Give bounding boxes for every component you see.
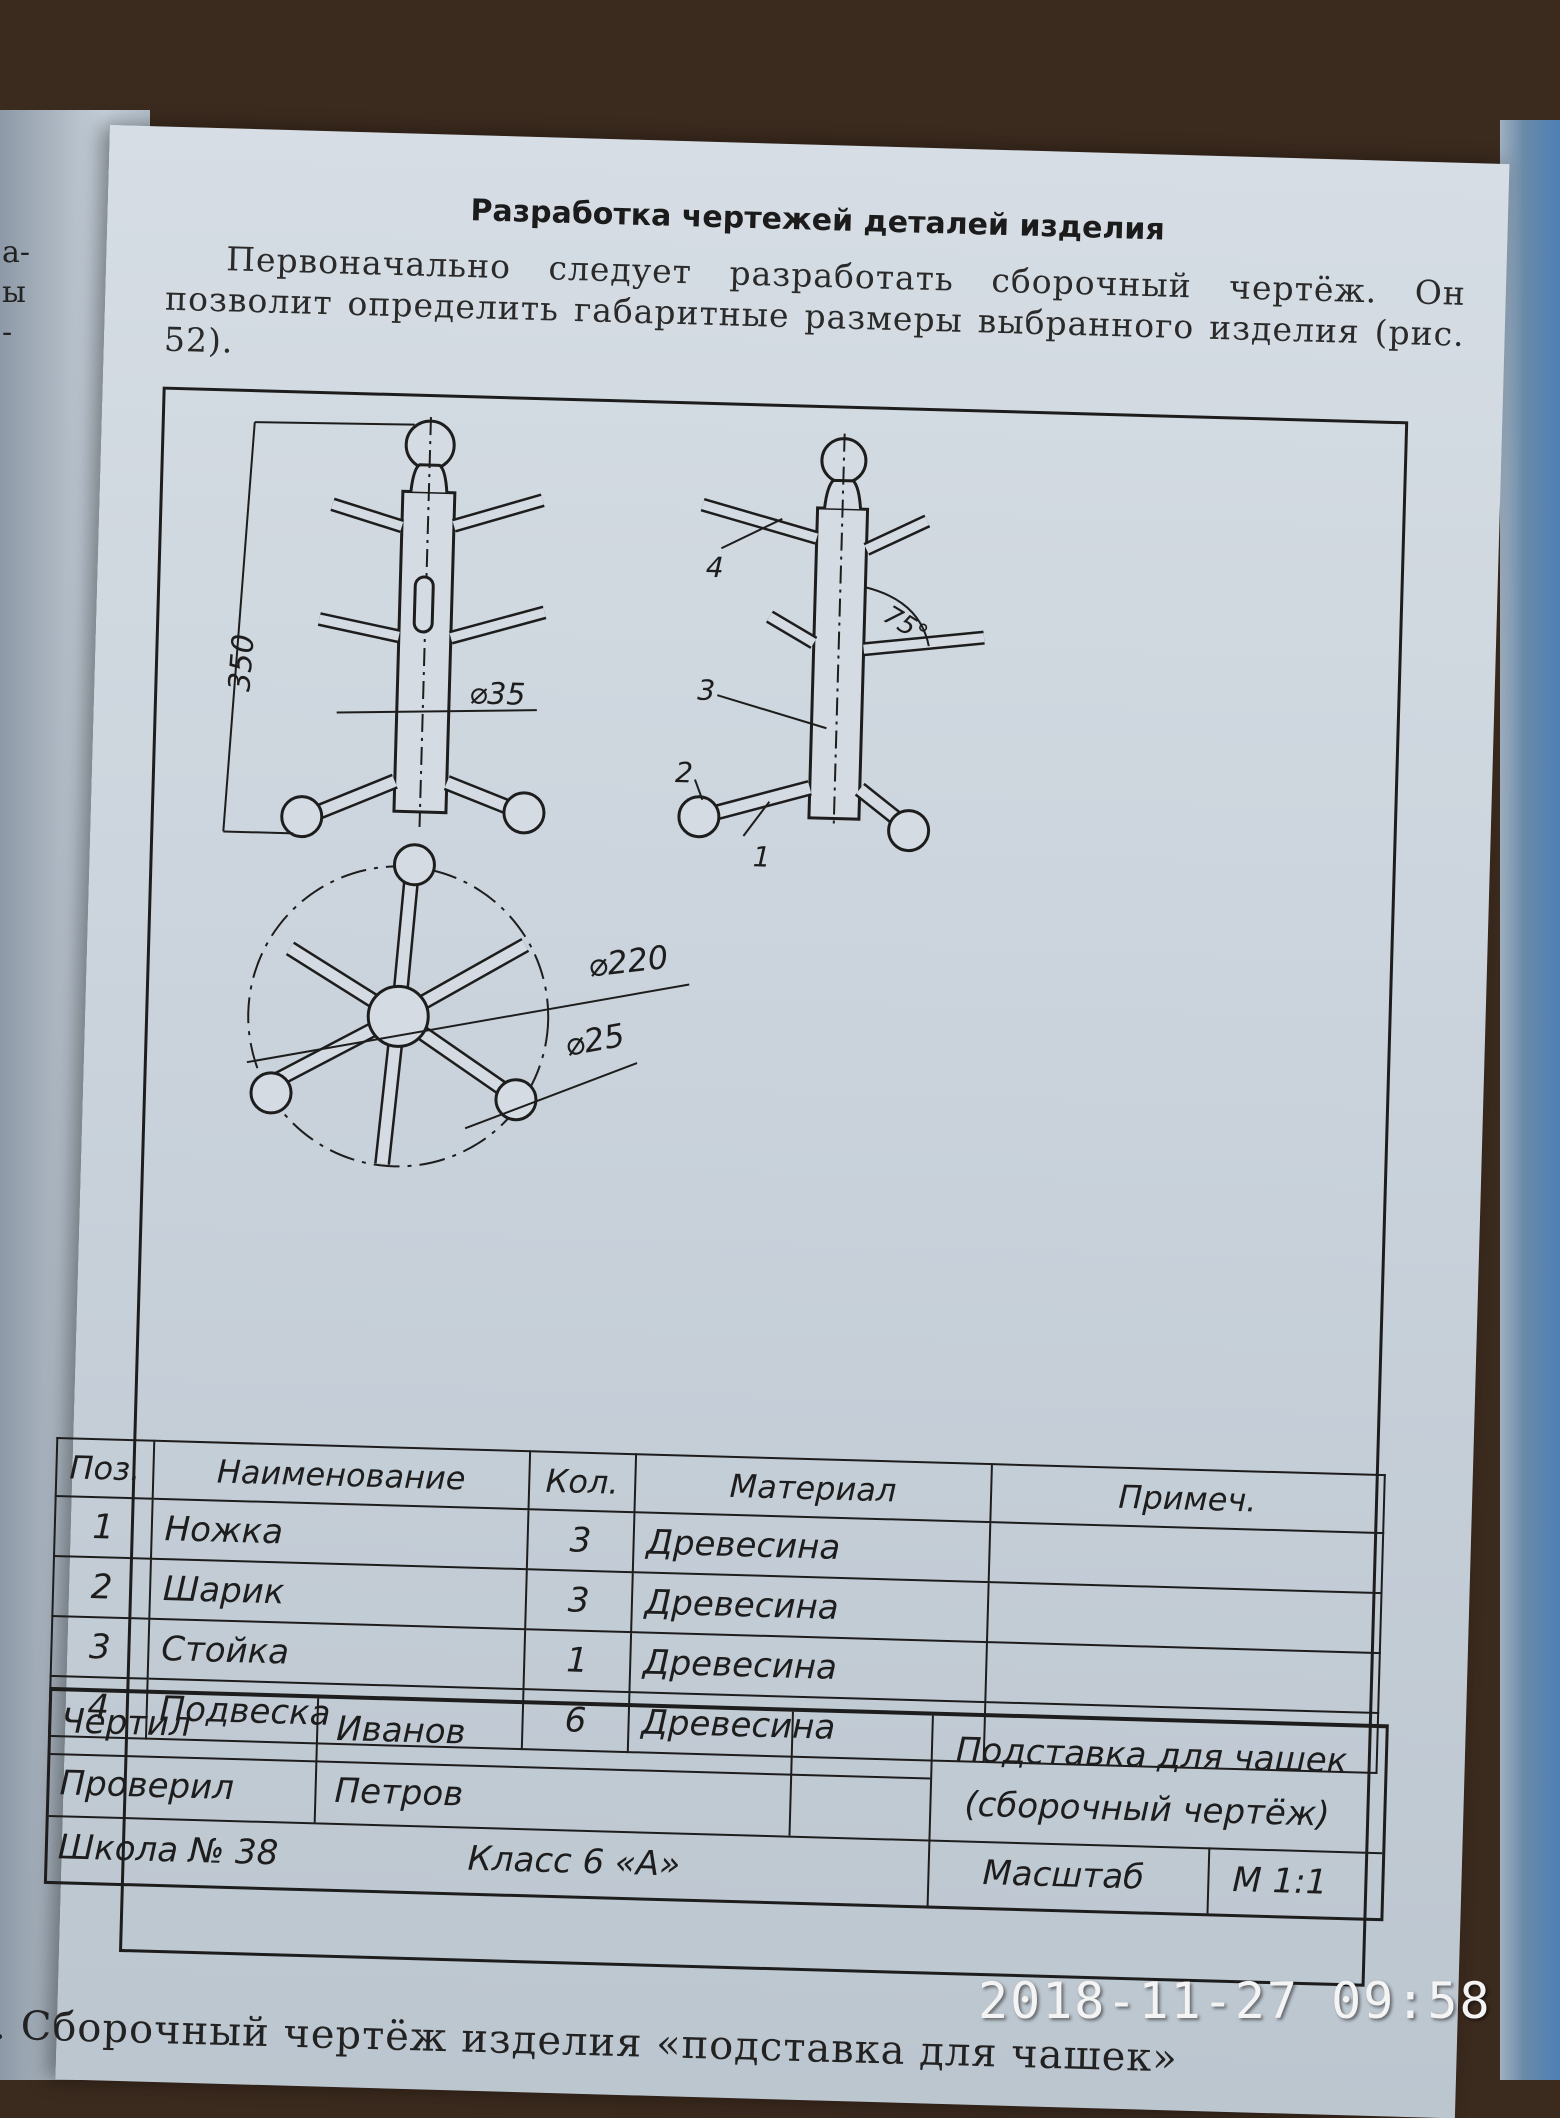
- ball-right-2: [887, 809, 931, 853]
- scale-value: М 1:1: [1231, 1860, 1328, 1903]
- row-note: [988, 1522, 1384, 1594]
- callout-1: 1: [752, 840, 771, 873]
- row-material: Древесина: [629, 1632, 987, 1703]
- drew-label: Чертил: [60, 1701, 192, 1745]
- row-name: Шарик: [149, 1558, 527, 1630]
- row-pos: 2: [52, 1555, 151, 1619]
- row-qty: 3: [524, 1569, 633, 1633]
- row-name: Ножка: [150, 1498, 529, 1570]
- row-material: Древесина: [630, 1572, 989, 1643]
- ball-right-1: [677, 795, 721, 839]
- row-name: Стойка: [147, 1618, 525, 1690]
- header-name: Наименование: [152, 1440, 530, 1510]
- drawing-title-line1: Подставка для чашек: [955, 1730, 1348, 1782]
- school-label: Школа № 38: [57, 1827, 279, 1874]
- assembly-drawing: 350 ⌀35 ⌀220 ⌀25 75° 1 2 3 4: [222, 417, 985, 1168]
- dim-post-diameter: ⌀35: [469, 676, 526, 713]
- callout-3: 3: [697, 674, 716, 707]
- drawing-frame: 350 ⌀35 ⌀220 ⌀25 75° 1 2 3 4 Поз. Наимен…: [43, 386, 1409, 1987]
- title-block: Чертил Иванов Проверил Петров Школа № 38…: [43, 1686, 1389, 1922]
- row-material: Древесина: [632, 1512, 991, 1583]
- left-page-fragment: а-: [2, 235, 31, 270]
- row-qty: 3: [526, 1509, 635, 1573]
- post-right: [807, 506, 870, 821]
- ball-left-2: [502, 791, 546, 835]
- left-page-fragment: -: [2, 315, 13, 350]
- row-pos: 3: [50, 1615, 150, 1679]
- drawing-title-line2: (сборочный чертёж): [963, 1784, 1331, 1835]
- callout-4: 4: [705, 551, 724, 584]
- intro-paragraph: Первоначально следует разработать сбороч…: [163, 239, 1467, 361]
- drew-name: Иванов: [335, 1708, 467, 1753]
- page-heading: Разработка чертежей деталей изделия: [470, 193, 1166, 248]
- checked-label: Проверил: [59, 1763, 235, 1809]
- row-note: [985, 1642, 1380, 1714]
- dim-ball-diameter: ⌀25: [562, 1016, 628, 1064]
- checked-name: Петров: [334, 1770, 464, 1815]
- book-cover-edge: [1500, 120, 1560, 2080]
- header-material: Материал: [634, 1454, 992, 1523]
- row-note: [986, 1582, 1382, 1654]
- row-pos: 1: [54, 1496, 153, 1559]
- photo-timestamp: 2018-11-27 09:58: [978, 1972, 1492, 2030]
- header-pos: Поз.: [55, 1438, 155, 1499]
- class-label: Класс 6 «А»: [467, 1838, 681, 1885]
- callout-2: 2: [675, 756, 694, 789]
- textbook-page: Разработка чертежей деталей изделия Перв…: [0, 125, 1510, 2118]
- left-page-fragment: ы: [2, 275, 26, 310]
- row-qty: 1: [523, 1629, 631, 1693]
- dim-base-diameter: ⌀220: [586, 938, 670, 985]
- dim-height: 350: [222, 633, 261, 693]
- header-note: Примеч.: [990, 1464, 1385, 1534]
- header-qty: Кол.: [528, 1451, 636, 1513]
- post-top: [366, 984, 430, 1048]
- ball-left-1: [280, 795, 324, 839]
- scale-label: Масштаб: [981, 1853, 1145, 1898]
